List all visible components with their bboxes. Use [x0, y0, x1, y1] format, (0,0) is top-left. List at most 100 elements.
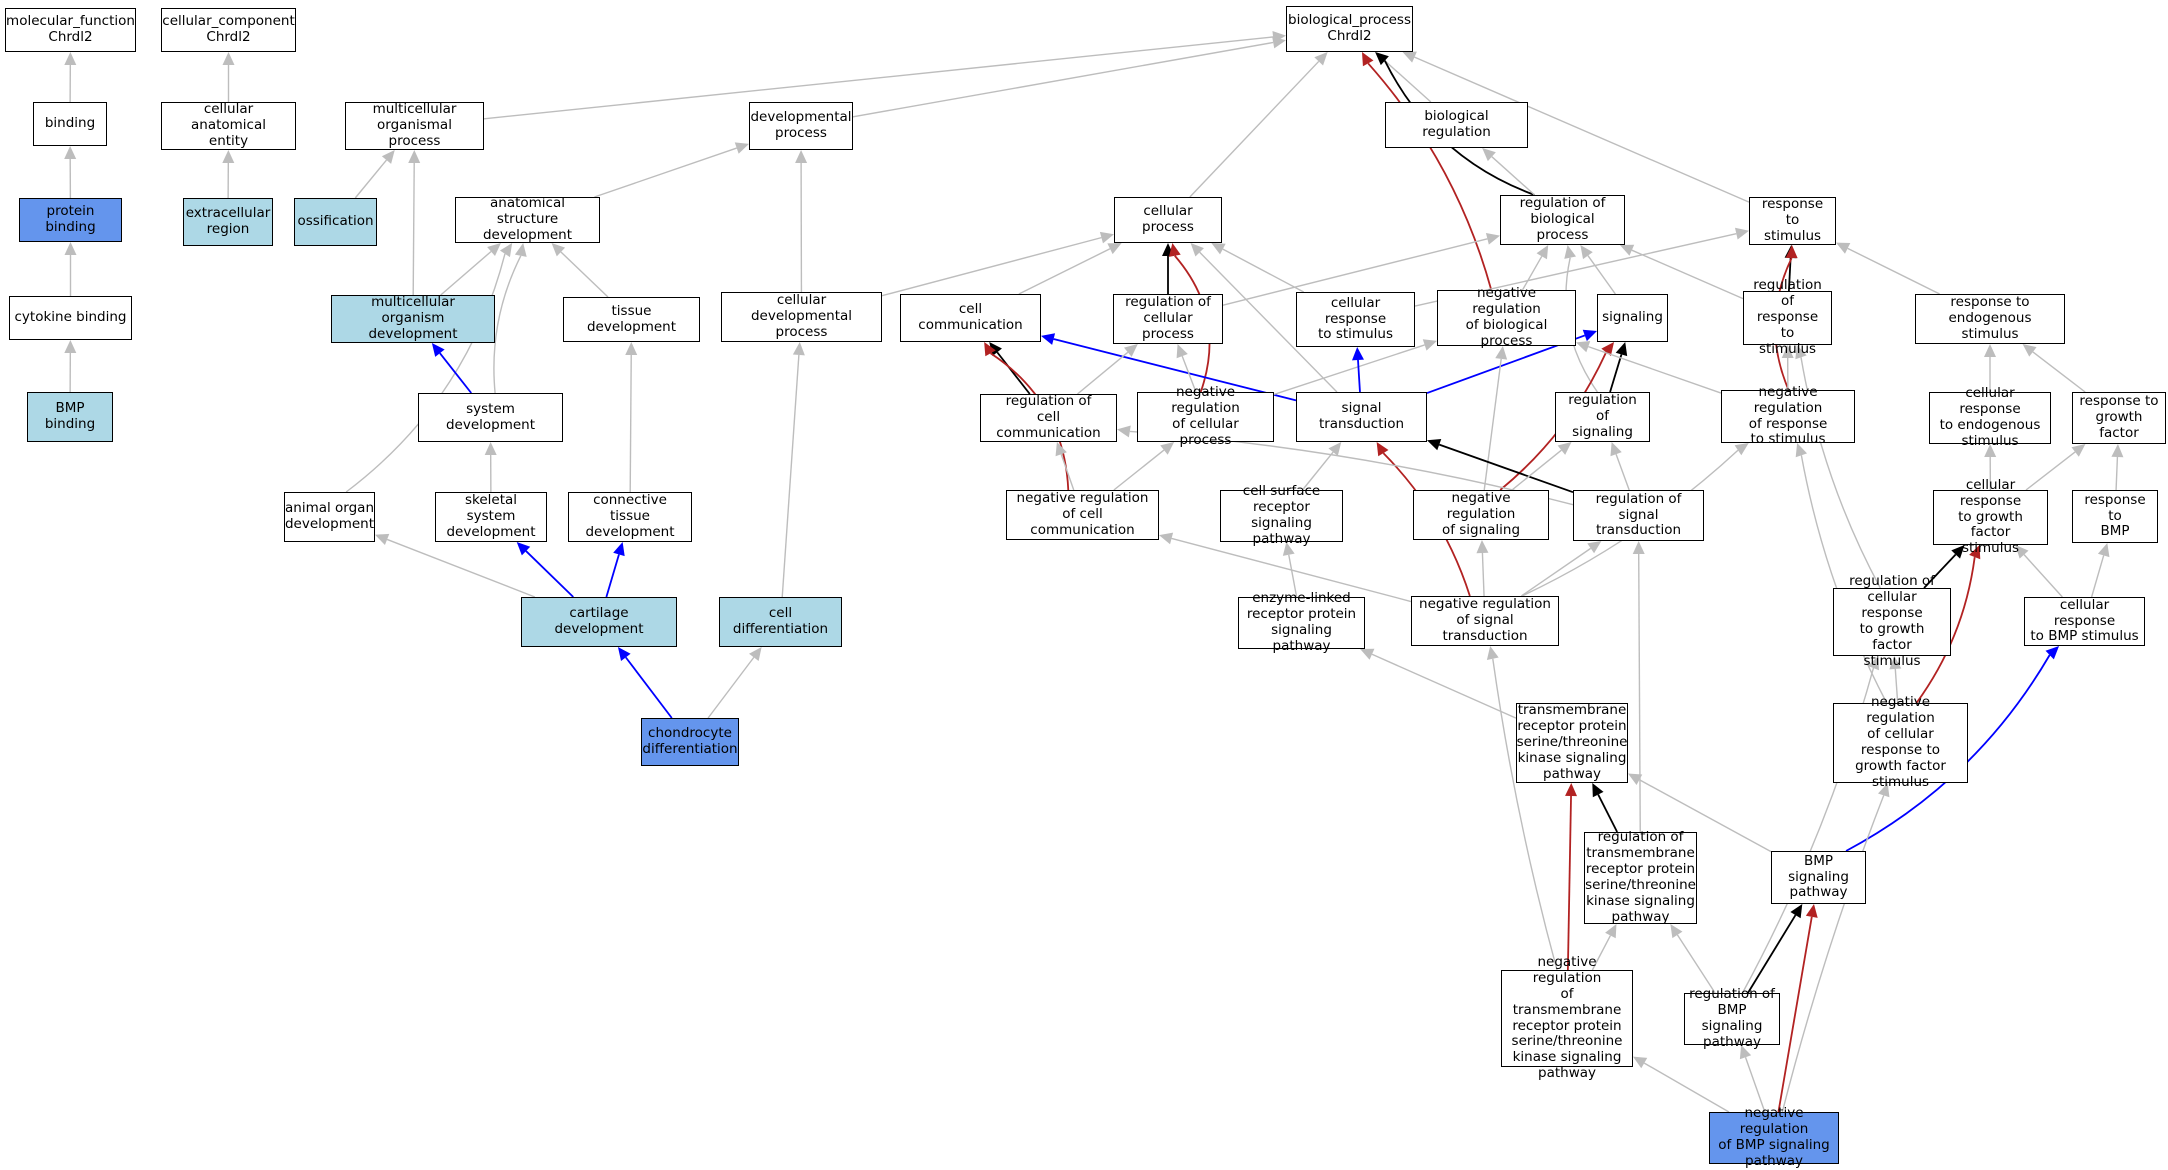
node-cartilage-development[interactable]: cartilage development: [521, 597, 677, 647]
edge-regcc-to-cellcomm: [997, 352, 1030, 394]
node-molecular-function[interactable]: molecular_function Chrdl2: [5, 8, 136, 52]
node-cell-surface-receptor-signaling-pathway[interactable]: cell surface receptor signaling pathway: [1220, 490, 1343, 542]
edge-regbp-to-breg: [1492, 157, 1535, 195]
node-response-to-stimulus[interactable]: response to stimulus: [1749, 197, 1836, 245]
arrowhead-nrbmp-to-bmpsp: [1806, 904, 1818, 918]
edge-chondro-to-cartdev: [626, 657, 672, 718]
edge-rendo-to-resp: [1848, 248, 1940, 294]
node-negative-regulation-of-cell-communication[interactable]: negative regulation of cell communicatio…: [1006, 490, 1159, 540]
arrowhead-mod-to-asd: [487, 243, 501, 256]
node-bmp-signaling-pathway[interactable]: BMP signaling pathway: [1771, 851, 1866, 904]
arrowhead-rbmpsp-to-bmpsp: [1790, 904, 1802, 918]
node-regulation-of-cellular-response-to-growth-factor-stimulus[interactable]: regulation of cellular response to growt…: [1833, 588, 1951, 656]
node-regulation-of-transmembrane-receptor-protein-kinase-signaling-pathway[interactable]: regulation of transmembrane receptor pro…: [1584, 832, 1697, 924]
arrowhead-regcp-to-regbp: [1486, 233, 1500, 245]
node-negative-regulation-of-response-to-stimulus[interactable]: negative regulation of response to stimu…: [1721, 390, 1855, 443]
edge-crbmp-to-rbmp: [2092, 555, 2104, 597]
node-negative-regulation-of-cellular-response-to-growth-factor-stimulus[interactable]: negative regulation of cellular response…: [1833, 703, 1968, 783]
node-regulation-of-signal-transduction[interactable]: regulation of signal transduction: [1573, 490, 1704, 541]
edge-rbmpsp-to-rtmrsp: [1677, 935, 1715, 993]
arrowhead-celldiff-to-cdp: [793, 342, 805, 355]
node-cellular-response-to-endogenous-stimulus[interactable]: cellular response to endogenous stimulus: [1929, 392, 2051, 444]
node-cellular-component[interactable]: cellular_component Chrdl2: [161, 8, 296, 52]
node-regulation-of-cell-communication[interactable]: regulation of cell communication: [980, 394, 1117, 442]
arrowhead-sysdev-to-asd: [515, 243, 527, 257]
edge-regsig-to-signaling: [1610, 354, 1621, 392]
arrowhead-sysdev-to-mod: [432, 343, 445, 357]
node-biological-process[interactable]: biological_process Chrdl2: [1286, 6, 1413, 52]
edge-tmrsp-to-elrsp: [1372, 654, 1516, 718]
edge-rtmrsp-to-regst: [1639, 554, 1641, 832]
arrowhead-sigtrans-to-crs: [1352, 347, 1364, 360]
arrowhead-bmp_binding-to-cytokine_binding: [64, 340, 76, 353]
node-system-development[interactable]: system development: [418, 393, 563, 442]
edge-nrst-to-regst: [1521, 548, 1590, 596]
node-skeletal-system-development[interactable]: skeletal system development: [435, 492, 547, 542]
arrowhead-cdp-to-cellproc: [1100, 232, 1114, 244]
arrowhead-nrcp-to-cellproc: [1169, 243, 1181, 257]
node-cellular-developmental-process[interactable]: cellular developmental process: [721, 292, 882, 342]
node-ossification[interactable]: ossification: [294, 198, 377, 246]
edge-regst-to-regsig: [1616, 454, 1629, 490]
node-transmembrane-receptor-protein-kinase-signaling-pathway[interactable]: transmembrane receptor protein serine/th…: [1516, 703, 1628, 783]
edge-tissue-to-asd: [561, 252, 608, 297]
arrowhead-rbmpsp-to-rtmrsp: [1670, 924, 1682, 938]
arrowhead-mod-to-mop: [408, 150, 420, 163]
node-negative-regulation-of-cellular-process[interactable]: negative regulation of cellular process: [1137, 392, 1274, 442]
arrowhead-nrst-to-sigtrans: [1377, 442, 1389, 456]
arrowhead-nrresp-to-nrbp: [1576, 341, 1590, 352]
edge-celldiff-to-cdp: [782, 355, 799, 597]
node-chondrocyte-differentiation[interactable]: chondrocyte differentiation: [641, 718, 739, 766]
arrowhead-nrresp-to-resp: [1786, 245, 1798, 258]
node-cell-communication[interactable]: cell communication: [900, 294, 1041, 342]
edge-nrbmp-to-nrcrgf: [1782, 795, 1883, 1112]
arrowhead-nrst-to-regst: [1587, 541, 1601, 553]
node-negative-regulation-of-transmembrane-receptor-protein-kinase-signaling-pathway[interactable]: negative regulation of transmembrane rec…: [1501, 970, 1633, 1067]
node-developmental-process[interactable]: developmental process: [749, 102, 853, 150]
node-regulation-of-bmp-signaling-pathway[interactable]: regulation of BMP signaling pathway: [1684, 993, 1780, 1045]
node-response-to-growth-factor[interactable]: response to growth factor: [2072, 392, 2166, 444]
node-response-to-endogenous-stimulus[interactable]: response to endogenous stimulus: [1915, 294, 2065, 344]
node-cellular-response-to-bmp-stimulus[interactable]: cellular response to BMP stimulus: [2024, 597, 2145, 646]
edge-cartdev-to-ssd: [526, 551, 573, 597]
node-connective-tissue-development[interactable]: connective tissue development: [568, 492, 692, 542]
node-protein-binding[interactable]: protein binding: [19, 198, 122, 242]
arrowhead-crendo-to-rendo: [1984, 344, 1996, 357]
node-negative-regulation-of-signaling[interactable]: negative regulation of signaling: [1413, 490, 1549, 540]
node-tissue-development[interactable]: tissue development: [563, 297, 700, 342]
node-cytokine-binding[interactable]: cytokine binding: [9, 296, 132, 340]
node-negative-regulation-of-biological-process[interactable]: negative regulation of biological proces…: [1437, 290, 1576, 346]
node-regulation-of-response-to-stimulus[interactable]: regulation of response to stimulus: [1743, 291, 1832, 345]
node-regulation-of-signaling[interactable]: regulation of signaling: [1555, 392, 1650, 442]
node-enzyme-linked-receptor-protein-signaling-pathway[interactable]: enzyme-linked receptor protein signaling…: [1238, 597, 1365, 649]
node-biological-regulation[interactable]: biological regulation: [1385, 102, 1528, 148]
node-cellular-anatomical-entity[interactable]: cellular anatomical entity: [161, 102, 296, 150]
node-multicellular-organismal-process[interactable]: multicellular organismal process: [345, 102, 484, 150]
node-cellular-process[interactable]: cellular process: [1114, 197, 1222, 243]
edge-regcc-to-regcp: [1077, 352, 1127, 394]
node-signaling[interactable]: signaling: [1597, 294, 1668, 342]
edge-mod-to-asd: [441, 252, 491, 295]
node-negative-regulation-of-bmp-signaling-pathway[interactable]: negative regulation of BMP signaling pat…: [1709, 1112, 1839, 1164]
arrowhead-regsig-to-signaling: [1616, 342, 1627, 356]
node-negative-regulation-of-signal-transduction[interactable]: negative regulation of signal transducti…: [1411, 596, 1559, 646]
arrowhead-crs-to-resp: [1735, 228, 1749, 240]
node-cellular-response-to-growth-factor-stimulus[interactable]: cellular response to growth factor stimu…: [1933, 490, 2048, 545]
node-multicellular-organism-development[interactable]: multicellular organism development: [331, 295, 495, 343]
node-cellular-response-to-stimulus[interactable]: cellular response to stimulus: [1296, 292, 1415, 347]
node-bmp-binding[interactable]: BMP binding: [27, 392, 113, 442]
edge-nrbp-to-bp: [1368, 63, 1491, 290]
node-extracellular-region[interactable]: extracellular region: [183, 198, 273, 246]
node-animal-organ-development[interactable]: animal organ development: [284, 492, 375, 542]
edge-nrresp-to-nrbp: [1588, 347, 1721, 393]
node-signal-transduction[interactable]: signal transduction: [1296, 392, 1427, 442]
node-cell-differentiation[interactable]: cell differentiation: [719, 597, 842, 647]
node-regulation-of-cellular-process[interactable]: regulation of cellular process: [1113, 294, 1223, 344]
edge-nrcp-to-nrbp: [1274, 345, 1425, 395]
edge-asd-to-devp: [594, 148, 736, 197]
arrowhead-regst-to-regsig: [1610, 442, 1621, 456]
node-anatomical-structure-development[interactable]: anatomical structure development: [455, 197, 600, 243]
node-regulation-of-biological-process[interactable]: regulation of biological process: [1500, 195, 1625, 245]
node-response-to-bmp[interactable]: response to BMP: [2072, 490, 2158, 543]
node-binding[interactable]: binding: [33, 102, 107, 146]
